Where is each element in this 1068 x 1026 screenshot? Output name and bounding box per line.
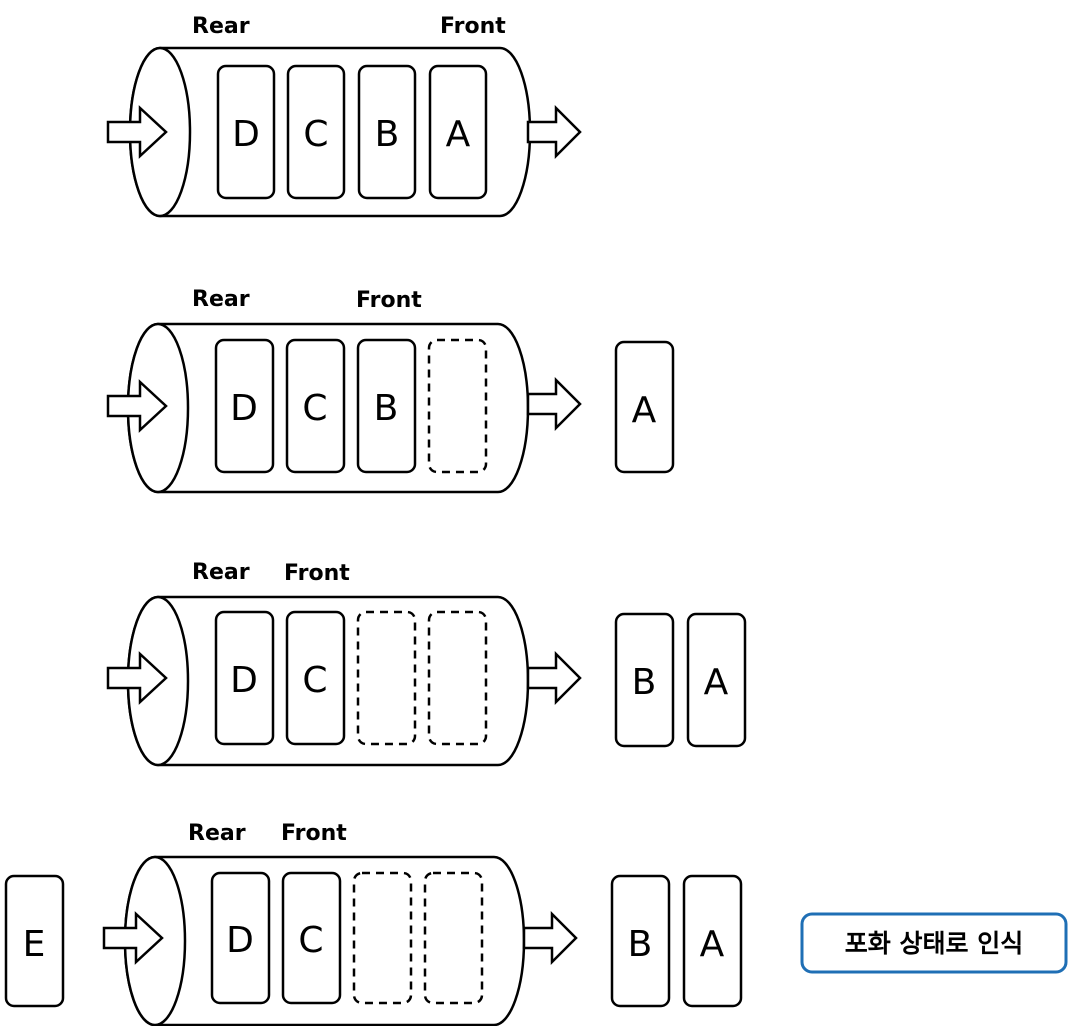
front-label: Front <box>440 14 506 39</box>
queue-slot-3-empty <box>352 871 413 1005</box>
queue-slot-3 <box>357 64 417 200</box>
enqueue-arrow-icon <box>102 911 164 965</box>
queue-slot-4-empty <box>427 338 488 474</box>
enqueue-arrow-icon <box>106 651 168 705</box>
rear-label: Rear <box>192 14 250 39</box>
front-label: Front <box>284 561 350 586</box>
queue-slot-1 <box>216 64 276 200</box>
dequeued-item-2-value: A <box>700 924 725 965</box>
queue-slot-2 <box>285 610 346 746</box>
status-note: 포화 상태로 인식 <box>845 929 1023 958</box>
rear-label: Rear <box>192 560 250 585</box>
queue-slot-1 <box>214 338 275 474</box>
queue-slot-4-empty <box>423 871 484 1005</box>
queue-slot-4-empty <box>427 610 488 746</box>
queue-slot-1-value: D <box>230 388 258 429</box>
rear-label: Rear <box>188 821 246 846</box>
queue-slot-3-empty <box>356 610 417 746</box>
rear-label: Rear <box>192 287 250 312</box>
dequeued-item-1 <box>614 340 675 474</box>
queue-slot-2-value: C <box>302 388 327 429</box>
dequeued-item-2 <box>686 612 747 748</box>
dequeued-item-2-value: A <box>704 662 729 703</box>
dequeued-item-1-value: A <box>632 390 657 431</box>
queue-slot-1-value: D <box>232 114 260 155</box>
status-note-box <box>800 912 1068 974</box>
waiting-item-value: E <box>23 924 46 965</box>
queue-slot-3 <box>356 338 417 474</box>
dequeue-arrow-icon <box>526 376 582 432</box>
queue-step-3: Rear Front D C B A <box>106 560 747 767</box>
dequeue-arrow-icon <box>522 910 578 966</box>
queue-slot-2 <box>285 338 346 474</box>
dequeued-item-1-value: B <box>628 924 653 965</box>
front-label: Front <box>356 288 422 313</box>
dequeue-arrow-icon <box>526 650 582 706</box>
queue-slot-1 <box>210 871 271 1005</box>
queue-slot-3-value: B <box>374 388 399 429</box>
queue-slot-1-value: D <box>230 660 258 701</box>
queue-slot-2-value: C <box>298 920 323 961</box>
queue-slot-1 <box>214 610 275 746</box>
queue-slot-2-value: C <box>302 660 327 701</box>
dequeued-item-1 <box>614 612 675 748</box>
queue-step-2: Rear Front D C B A <box>106 287 675 494</box>
front-label: Front <box>281 821 347 846</box>
enqueue-arrow-icon <box>106 105 168 159</box>
queue-slot-4-value: A <box>446 114 471 155</box>
dequeue-arrow-icon <box>526 104 582 160</box>
queue-slot-3-value: B <box>375 114 400 155</box>
dequeued-item-2 <box>682 874 743 1008</box>
queue-slot-4 <box>428 64 488 200</box>
queue-slot-1-value: D <box>226 920 254 961</box>
queue-slot-2 <box>286 64 346 200</box>
queue-step-4: E Rear Front D C B A 포화 상태로 인식 <box>4 821 1068 1026</box>
queue-slot-2 <box>281 871 342 1005</box>
queue-slot-2-value: C <box>303 114 328 155</box>
waiting-item <box>4 874 65 1008</box>
dequeued-item-1 <box>610 874 671 1008</box>
enqueue-arrow-icon <box>106 379 168 433</box>
queue-step-1: Rear Front D C B A <box>106 14 582 218</box>
dequeued-item-1-value: B <box>632 662 657 703</box>
